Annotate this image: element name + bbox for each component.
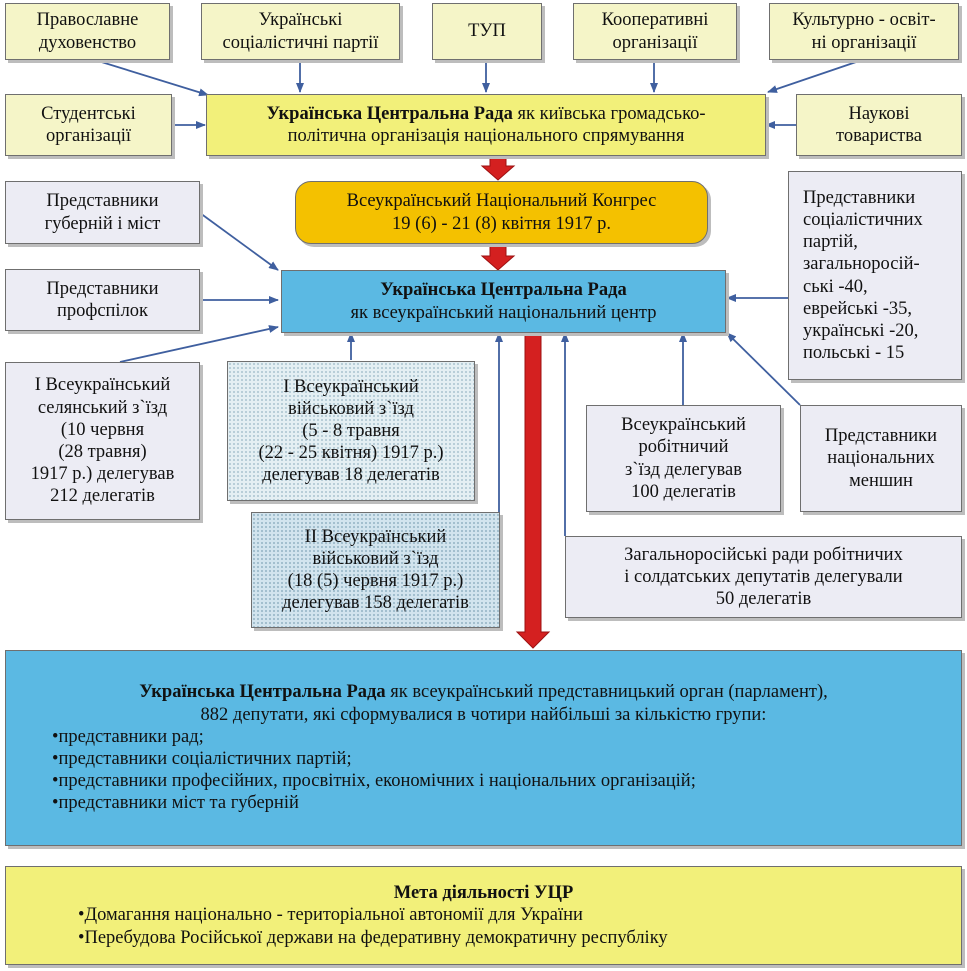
ucr-national-center-box: Українська Центральна Рада як всеукраїнс… xyxy=(281,270,726,333)
red-arrow-1 xyxy=(480,155,516,181)
ukrainian-socialist-parties-line-1: Українські xyxy=(258,10,343,31)
soviets-line-1: Загальноросійські ради робітничих xyxy=(624,544,903,565)
scientific-societies-line-1: Наукові xyxy=(848,103,910,124)
military-congress-1-line-3: (5 - 8 травня xyxy=(302,420,400,441)
scientific-societies-box: Наукові товариства xyxy=(796,94,962,156)
reps-socialist-line-6: еврейські -35, xyxy=(803,298,912,319)
congress-line-2: 19 (6) - 21 (8) квітня 1917 р. xyxy=(392,213,611,234)
military-congress-2-line-4: делегував 158 делегатів xyxy=(282,593,469,614)
workers-congress-line-4: 100 делегатів xyxy=(631,481,736,502)
parliament-bullet-2: •представники соціалістичних партій; xyxy=(52,749,352,769)
workers-congress-box: Всеукраїнський робітничий з`їзд делегува… xyxy=(586,405,781,512)
goal-title: Мета діяльності УЦР xyxy=(42,882,925,904)
reps-socialist-line-8: польські - 15 xyxy=(803,343,905,364)
peasant-congress-line-6: 212 делегатів xyxy=(50,486,155,507)
military-congress-2-line-2: військовий з`їзд xyxy=(312,548,439,569)
ukrainian-socialist-parties-line-2: соціалістичні партії xyxy=(222,32,379,53)
reps-minorities-line-3: меншин xyxy=(849,470,913,491)
ucr-goal-box: Мета діяльності УЦР •Домагання національ… xyxy=(5,866,962,965)
congress-line-1: Всеукраїнський Національний Конгрес xyxy=(346,191,657,212)
cultural-orgs-box: Культурно - освіт- ні організації xyxy=(769,3,959,60)
cooperative-orgs-line-2: організації xyxy=(612,32,698,53)
peasant-congress-line-1: І Всеукраїнський xyxy=(34,375,171,396)
military-congress-1-box: І Всеукраїнський військовий з`їзд (5 - 8… xyxy=(227,361,475,501)
peasant-congress-line-5: 1917 р.) делегував xyxy=(30,464,175,485)
student-orgs-box: Студентські організації xyxy=(5,94,172,156)
soviets-box: Загальноросійські ради робітничих і солд… xyxy=(565,536,962,618)
reps-unions-line-1: Представники xyxy=(46,278,159,299)
ucr-parliament-line-1: Українська Центральна Рада як всеукраїнс… xyxy=(29,681,938,703)
reps-provinces-line-1: Представники xyxy=(46,191,159,212)
arrow-peasants xyxy=(119,325,279,363)
student-orgs-line-1: Студентські xyxy=(41,103,136,124)
reps-socialist-line-4: загальноросій- xyxy=(803,254,920,275)
ucr-parliament-bold: Українська Центральна Рада xyxy=(139,682,386,703)
reps-socialist-line-1: Представники xyxy=(803,187,916,208)
cultural-orgs-line-2: ні організації xyxy=(811,32,917,53)
tup-label: ТУП xyxy=(468,21,506,42)
tup-box: ТУП xyxy=(432,3,542,60)
ucr-kyiv-line-1-rest: як київська громадсько- xyxy=(512,103,706,124)
ucr-kyiv-line-2: політична організація національного спря… xyxy=(287,126,685,146)
parliament-bullet-3: •представники професійних, просвітніх, е… xyxy=(52,771,696,792)
peasant-congress-line-2: селянський з`їзд xyxy=(37,397,168,418)
reps-socialist-line-5: ські -40, xyxy=(803,276,868,297)
ucr-kyiv-organization-box: Українська Центральна Рада як київська г… xyxy=(206,94,766,156)
soviets-line-3: 50 делегатів xyxy=(715,589,812,610)
parliament-bullet-1: •представники рад; xyxy=(52,726,204,747)
arrow-cultural xyxy=(767,59,863,93)
ucr-national-line-1: Українська Центральна Рада xyxy=(380,279,626,301)
ucr-parliament-line-2: 882 депутати, які сформувалися в чотири … xyxy=(200,704,767,725)
peasant-congress-box: І Всеукраїнський селянський з`їзд (10 че… xyxy=(5,362,200,520)
reps-minorities-line-1: Представники xyxy=(824,426,938,447)
red-arrow-3 xyxy=(515,332,551,649)
national-congress-box: Всеукраїнський Національний Конгрес 19 (… xyxy=(295,181,708,244)
ucr-national-bold: Українська Центральна Рада xyxy=(380,280,627,301)
ucr-national-line-2: як всеукраїнський національний центр xyxy=(350,302,657,323)
ucr-parliament-line-1-rest: як всеукраїнський представницький орган … xyxy=(385,682,828,703)
workers-congress-line-3: з`їзд делегував xyxy=(625,459,742,480)
soviets-line-2: і солдатських депутатів делегували xyxy=(624,566,903,587)
orthodox-clergy-line-2: духовенство xyxy=(38,32,137,53)
ucr-kyiv-line-1: Українська Центральна Рада як київська г… xyxy=(266,103,705,125)
reps-unions-line-2: профспілок xyxy=(56,301,149,321)
military-congress-2-box: ІІ Всеукраїнський військовий з`їзд (18 (… xyxy=(251,512,500,628)
military-congress-1-line-2: військовий з`їзд xyxy=(288,398,414,419)
reps-socialist-parties-box: Представники соціалістичних партій, зага… xyxy=(788,171,962,380)
workers-congress-line-2: робітничий xyxy=(638,437,729,458)
reps-minorities-box: Представники національних меншин xyxy=(800,405,962,512)
peasant-congress-line-3: (10 червня xyxy=(60,419,145,440)
parliament-bullet-4: •представники міст та губерній xyxy=(52,793,299,814)
workers-congress-line-1: Всеукраїнський xyxy=(621,415,746,436)
military-congress-1-line-5: делегував 18 делегатів xyxy=(262,465,440,486)
arrow-provinces xyxy=(199,212,279,271)
scientific-societies-line-2: товариства xyxy=(836,126,922,146)
student-orgs-line-2: організації xyxy=(45,126,132,146)
cooperative-orgs-line-1: Кооперативні xyxy=(601,10,709,31)
reps-socialist-line-3: партій, xyxy=(803,232,858,253)
goal-bullet-2: •Перебудова Російської держави на федера… xyxy=(78,927,668,948)
military-congress-2-line-3: (18 (5) червня 1917 р.) xyxy=(287,571,464,591)
ucr-parliament-box: Українська Центральна Рада як всеукраїнс… xyxy=(5,650,962,846)
military-congress-1-line-1: І Всеукраїнський xyxy=(283,376,419,397)
reps-provinces-line-2: губерній і міст xyxy=(44,213,161,234)
ucr-kyiv-bold: Українська Центральна Рада xyxy=(266,103,513,124)
orthodox-clergy-line-1: Православне xyxy=(36,10,139,31)
red-arrow-2 xyxy=(480,244,516,271)
reps-unions-box: Представники профспілок xyxy=(5,269,200,331)
peasant-congress-line-4: (28 травня) xyxy=(58,442,147,462)
military-congress-1-line-4: (22 - 25 квітня) 1917 р.) xyxy=(258,443,444,464)
reps-minorities-line-2: національних xyxy=(827,448,935,469)
arrow-clergy xyxy=(94,59,209,97)
ukrainian-socialist-parties-box: Українські соціалістичні партії xyxy=(201,3,400,60)
cultural-orgs-line-1: Культурно - освіт- xyxy=(792,10,936,31)
cooperative-orgs-box: Кооперативні організації xyxy=(573,3,737,60)
military-congress-2-line-1: ІІ Всеукраїнський xyxy=(304,526,447,547)
reps-provinces-box: Представники губерній і міст xyxy=(5,181,200,244)
reps-socialist-line-7: українські -20, xyxy=(803,320,919,341)
orthodox-clergy-box: Православне духовенство xyxy=(5,3,170,60)
goal-bullet-1: •Домагання національно - територіальної … xyxy=(78,905,583,926)
goal-title-bold: Мета діяльності УЦР xyxy=(393,883,574,904)
reps-socialist-line-2: соціалістичних xyxy=(803,209,923,230)
